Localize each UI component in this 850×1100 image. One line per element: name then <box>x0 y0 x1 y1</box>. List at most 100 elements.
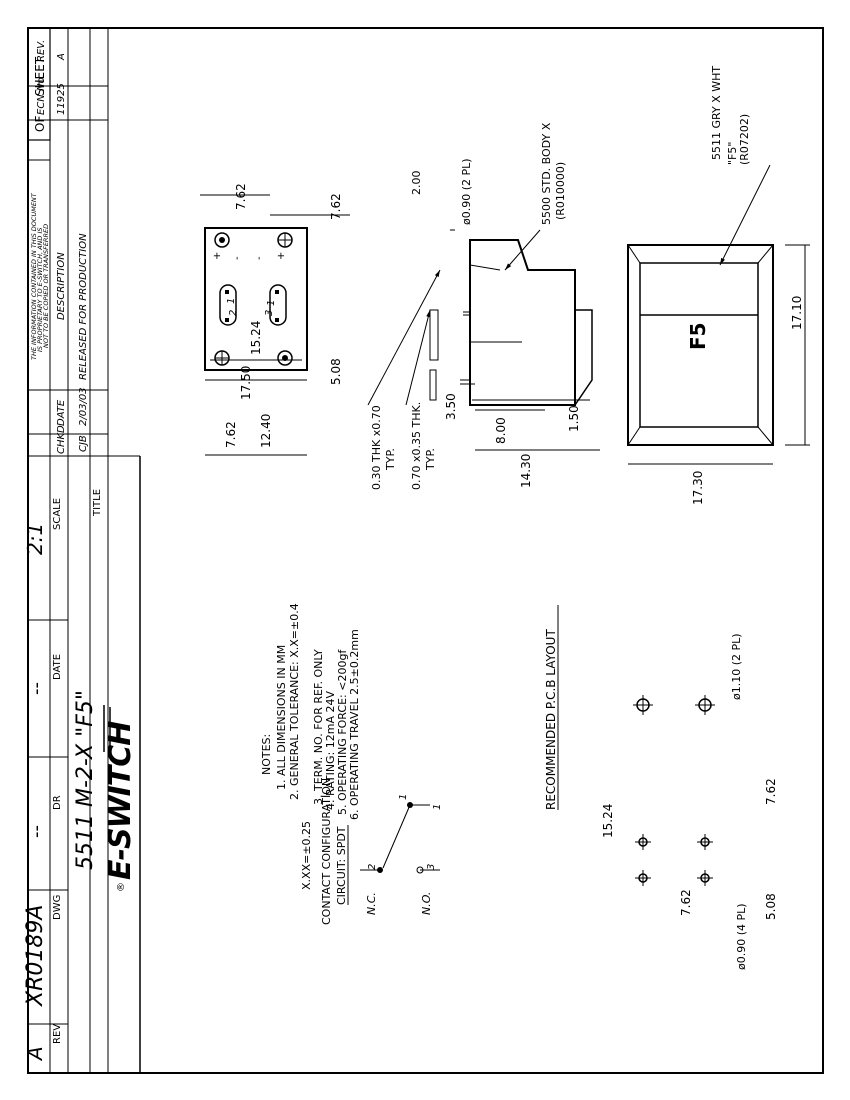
notice-line-2: IS PROPRIETARY TO E-SWITCH, AND IS <box>36 227 44 352</box>
cap-callout-3: (R07202) <box>738 114 751 165</box>
title-block: TITLE 5511 M-2-X "F5" SCALE 2:1 DATE -- … <box>23 456 141 1073</box>
dim-bottom-762a: 7.62 <box>234 183 248 210</box>
pcb-hole-small-callout: ø0.90 (4 PL) <box>735 903 748 970</box>
company-name: E-SWITCH <box>103 721 138 880</box>
chkd-header: CHKD <box>56 425 67 454</box>
circuit-t1: 1 <box>432 804 443 810</box>
sheet-of-label: OF <box>33 116 47 132</box>
bottom-view: 1 2 1 3 + - - + 17.50 15.24 7.62 7.62 5.… <box>200 183 350 456</box>
dim-side-350: 3.50 <box>444 393 458 420</box>
cap-top-view: F5 5511 GRY X WHT "F5" (R07202) 17.10 17… <box>627 66 810 505</box>
date-value: 2/03/03 <box>78 387 89 426</box>
polarity-plus-2: + <box>276 252 287 260</box>
pin-hole-br <box>277 350 293 366</box>
dim-side-1430: 14.30 <box>519 454 533 488</box>
revision-block: REV. ECN No. DESCRIPTION DATE CHKD A 119… <box>28 27 140 1073</box>
pcb-layout: RECOMMENDED P.C.B LAYOUT 7.62 5.08 15.24… <box>544 605 778 970</box>
dwg-label: DWG <box>52 895 63 920</box>
chkd-value: CJB <box>78 435 89 452</box>
cap-callout-1: 5511 GRY X WHT <box>710 66 723 160</box>
dr-label: DR <box>52 795 63 810</box>
term-mark-1b: 1 <box>266 300 277 306</box>
term-thin-callout-1: 0.30 THK x0.70 <box>370 405 383 490</box>
cap-callout-2: "F5" <box>726 142 739 165</box>
ecn-value: 11925 <box>56 83 67 115</box>
note-6: 6. OPERATING TRAVEL 2.5±0.2mm <box>348 629 361 820</box>
terminal-slot-left <box>219 284 237 326</box>
notes: NOTES: 1. ALL DIMENSIONS IN MM 2. GENERA… <box>260 603 361 890</box>
bottom-outline <box>204 227 308 371</box>
description-header: DESCRIPTION <box>56 252 67 320</box>
pin-hole-tl <box>214 232 230 248</box>
pcb-title: RECOMMENDED P.C.B LAYOUT <box>544 629 558 810</box>
dwg-number: XR0189A <box>23 905 48 1007</box>
term-thin-callout-2: TYP. <box>384 448 397 471</box>
pcb-hole-large-callout: ø1.10 (2 PL) <box>730 633 743 700</box>
title-label: TITLE <box>92 489 103 517</box>
term-wide-callout-1: 0.70 x0.35 THK. <box>410 402 423 490</box>
cap-outline <box>627 244 774 446</box>
dim-cap-width: 17.10 <box>790 296 804 330</box>
circuit-t2: 2 <box>367 864 378 870</box>
note-2: 2. GENERAL TOLERANCE: X.X=±0.4 <box>288 603 301 800</box>
side-view: 14.30 8.00 3.50 1.50 5500 STD. BODY X (R… <box>367 122 600 490</box>
note-3: 3. TERM. NO. FOR REF. ONLY <box>312 649 325 805</box>
rev-letter: A <box>23 1046 47 1062</box>
polarity-minus-1: - <box>232 256 243 260</box>
scale-label: SCALE <box>52 498 63 530</box>
scale-value: 2:1 <box>23 523 47 555</box>
dim-pcb-762b: 7.62 <box>679 889 693 916</box>
circuit-nc: N.C. <box>365 892 378 915</box>
notes-heading: NOTES: <box>260 734 273 775</box>
ecn-header: ECN No. <box>36 74 47 115</box>
note-4: 4. RATING: 12mA 24V <box>324 690 337 810</box>
term-mark-3: 3 <box>264 310 275 316</box>
company-logo: E-SWITCH ® <box>103 705 138 892</box>
dim-pcb-508: 5.08 <box>764 893 778 920</box>
terminal-slot-right <box>269 284 287 326</box>
note-2b: X.XX=±0.25 <box>300 821 313 890</box>
dim-cap-height: 17.30 <box>691 471 705 505</box>
description-value: RELEASED FOR PRODUCTION <box>78 233 89 380</box>
term-mark-1: 1 <box>226 298 237 304</box>
dim-bottom-508: 5.08 <box>329 358 343 385</box>
note-1: 1. ALL DIMENSIONS IN MM <box>275 645 288 790</box>
dim-bottom-762c: 7.62 <box>224 421 238 448</box>
polarity-plus-1: + <box>212 252 223 260</box>
notice-line-1: THE INFORMATION CONTAINED IN THIS DOCUME… <box>30 192 38 360</box>
circuit-diagram: CIRCUIT: SPDT CONTACT CONFIGURATION 1 1 … <box>320 778 443 925</box>
polarity-minus-2: - <box>254 256 265 260</box>
note-5: 5. OPERATING FORCE: <200gf <box>336 649 349 815</box>
rev-header: REV. <box>36 40 47 62</box>
date-field-value: -- <box>26 682 47 695</box>
dim-pcb-1524: 15.24 <box>601 804 615 838</box>
registered-mark: ® <box>116 882 127 892</box>
dim-side-150: 1.50 <box>567 405 581 432</box>
date-label: DATE <box>52 654 63 680</box>
dim-bottom-1524: 15.24 <box>249 321 263 355</box>
dim-bottom-1240: 12.40 <box>259 414 273 448</box>
circuit-t3: 3 <box>426 864 437 870</box>
dim-pcb-762a: 7.62 <box>764 778 778 805</box>
body-callout-2: (R010000) <box>554 162 567 220</box>
dim-bottom-1750: 17.50 <box>239 366 253 400</box>
dr-value: -- <box>26 825 47 838</box>
dim-side-800: 8.00 <box>494 417 508 444</box>
body-callout-1: 5500 STD. BODY X <box>540 122 553 225</box>
rev-label: REV <box>52 1024 63 1044</box>
pin-width-callout: 2.00 <box>410 171 423 196</box>
date-header: DATE <box>56 399 67 426</box>
pin-dia-callout: ø0.90 (2 PL) <box>460 158 473 225</box>
sheet-border <box>27 27 824 1074</box>
dim-bottom-762b: 7.62 <box>329 193 343 220</box>
cap-legend: F5 <box>686 322 710 350</box>
body-outline <box>469 239 576 406</box>
rev-value: A <box>56 53 67 61</box>
term-wide-callout-2: TYP. <box>424 448 437 471</box>
circuit-title: CIRCUIT: SPDT <box>335 826 348 905</box>
circuit-t1b: 1 <box>398 794 409 800</box>
circuit-subtitle: CONTACT CONFIGURATION <box>320 778 333 925</box>
